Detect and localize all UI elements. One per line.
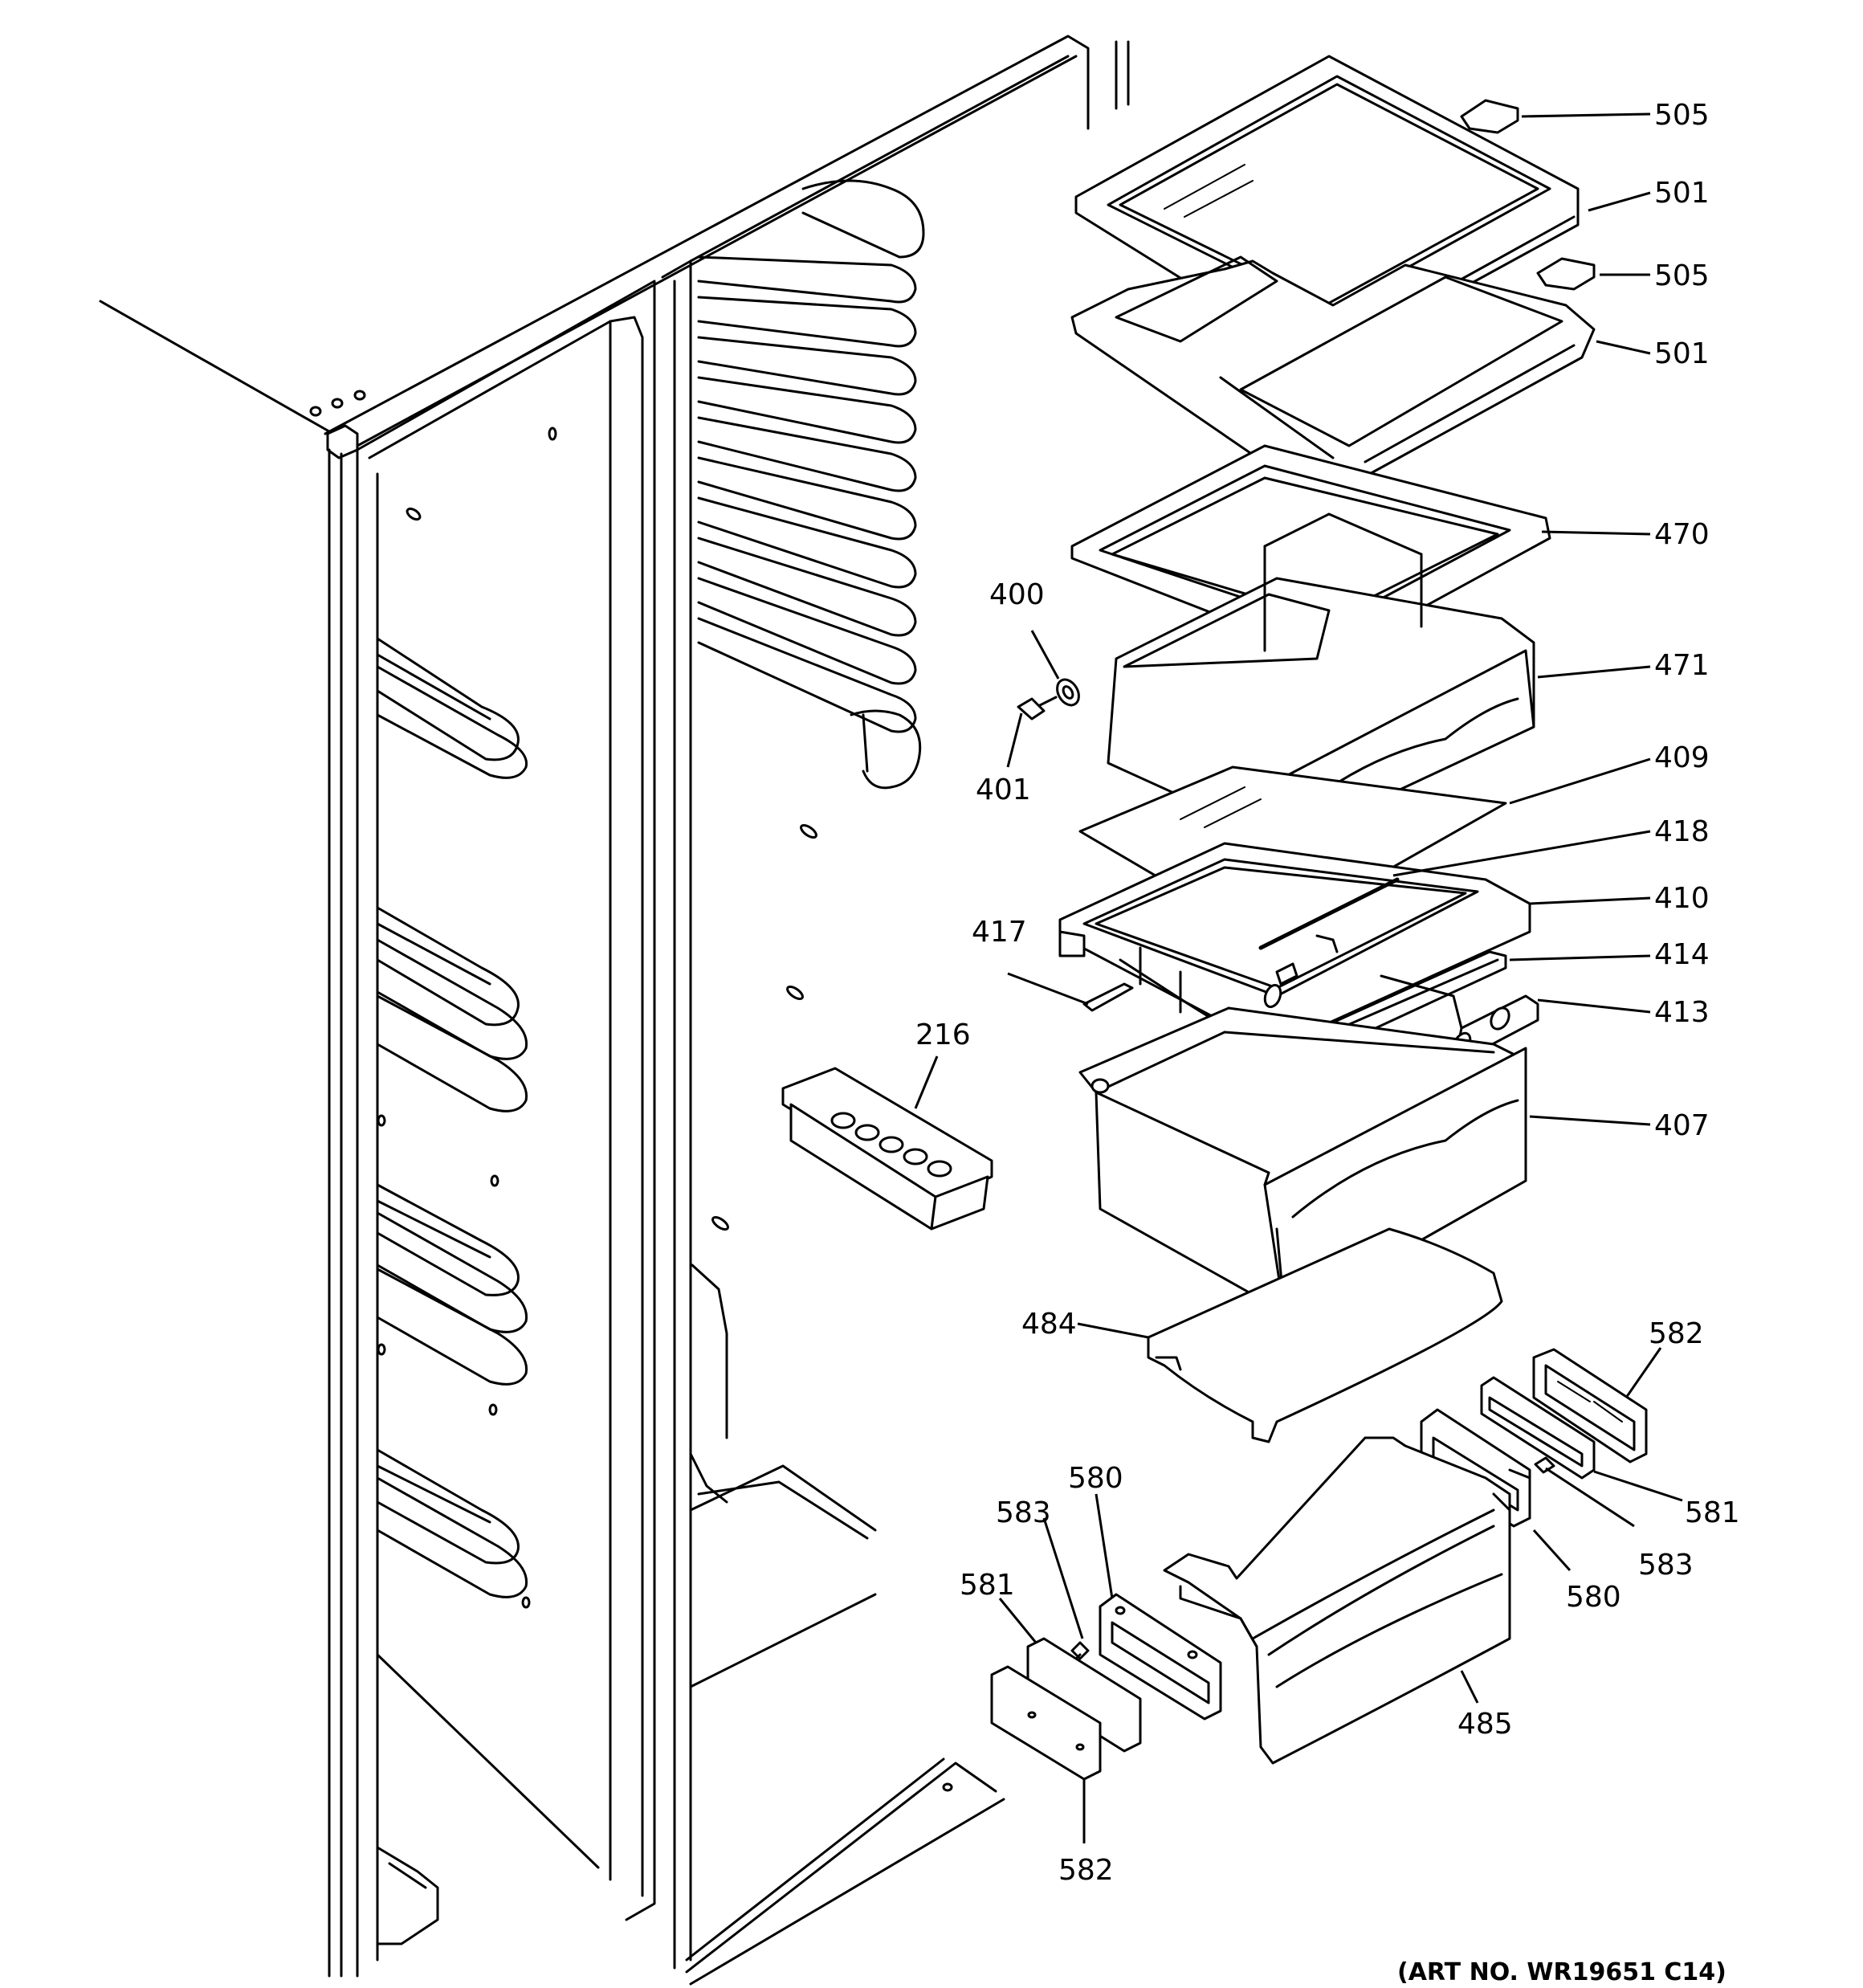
refrigerator-cabinet — [99, 35, 1130, 1986]
art-number: (ART NO. WR19651 C14) — [1397, 1958, 1726, 1986]
callout-484: 484 — [1021, 1308, 1077, 1341]
callout-583-a: 583 — [996, 1496, 1051, 1529]
callout-582-a: 582 — [1649, 1317, 1704, 1350]
part-410-frame — [1058, 842, 1531, 1062]
freezer-shelf-rails — [697, 179, 925, 790]
part-580-slide-lower — [1099, 1593, 1222, 1721]
callout-501-a: 501 — [1654, 177, 1710, 210]
part-401-screw — [1017, 696, 1058, 720]
callout-471: 471 — [1654, 649, 1710, 682]
part-484-cover — [1147, 1227, 1503, 1443]
callout-581-b: 581 — [960, 1569, 1015, 1602]
callout-470: 470 — [1654, 518, 1710, 551]
callout-505-a: 505 — [1654, 99, 1710, 132]
part-485-pan — [1163, 1436, 1511, 1765]
callout-580-a: 580 — [1068, 1462, 1123, 1495]
callout-418: 418 — [1654, 815, 1710, 848]
callout-216: 216 — [915, 1018, 971, 1051]
callout-413: 413 — [1654, 996, 1710, 1029]
cabinet-mounting-holes — [377, 427, 817, 1609]
callout-407: 407 — [1654, 1109, 1710, 1142]
callout-401: 401 — [976, 774, 1031, 806]
leader-lines — [914, 112, 1683, 1843]
part-216-bin — [781, 1067, 993, 1231]
callout-582-b: 582 — [1058, 1854, 1114, 1887]
callout-400: 400 — [989, 578, 1045, 611]
callout-501-b: 501 — [1654, 337, 1710, 370]
part-400-bushing — [1056, 678, 1080, 707]
callout-410: 410 — [1654, 882, 1710, 915]
part-582-cap-lower — [990, 1665, 1102, 1781]
callout-583-b: 583 — [1638, 1549, 1694, 1582]
part-417-rod — [1082, 982, 1134, 1012]
part-505-clip-a — [1460, 99, 1519, 134]
part-582-cap-upper — [1532, 1348, 1648, 1463]
callout-581-a: 581 — [1685, 1496, 1740, 1529]
callout-417: 417 — [972, 916, 1027, 949]
callout-414: 414 — [1654, 938, 1710, 971]
part-501-lower-shelf — [1070, 255, 1596, 496]
callout-409: 409 — [1654, 741, 1710, 774]
part-583-screw-upper — [1534, 1456, 1555, 1474]
part-581-bracket-upper — [1480, 1376, 1596, 1480]
callout-labels: 505 501 505 501 470 471 409 418 410 414 … — [915, 99, 1740, 1887]
left-shelf-rails — [376, 637, 528, 1598]
callout-505-b: 505 — [1654, 259, 1710, 292]
part-505-clip-b — [1536, 257, 1596, 291]
callout-580-b: 580 — [1566, 1581, 1621, 1614]
callout-485: 485 — [1457, 1708, 1513, 1741]
